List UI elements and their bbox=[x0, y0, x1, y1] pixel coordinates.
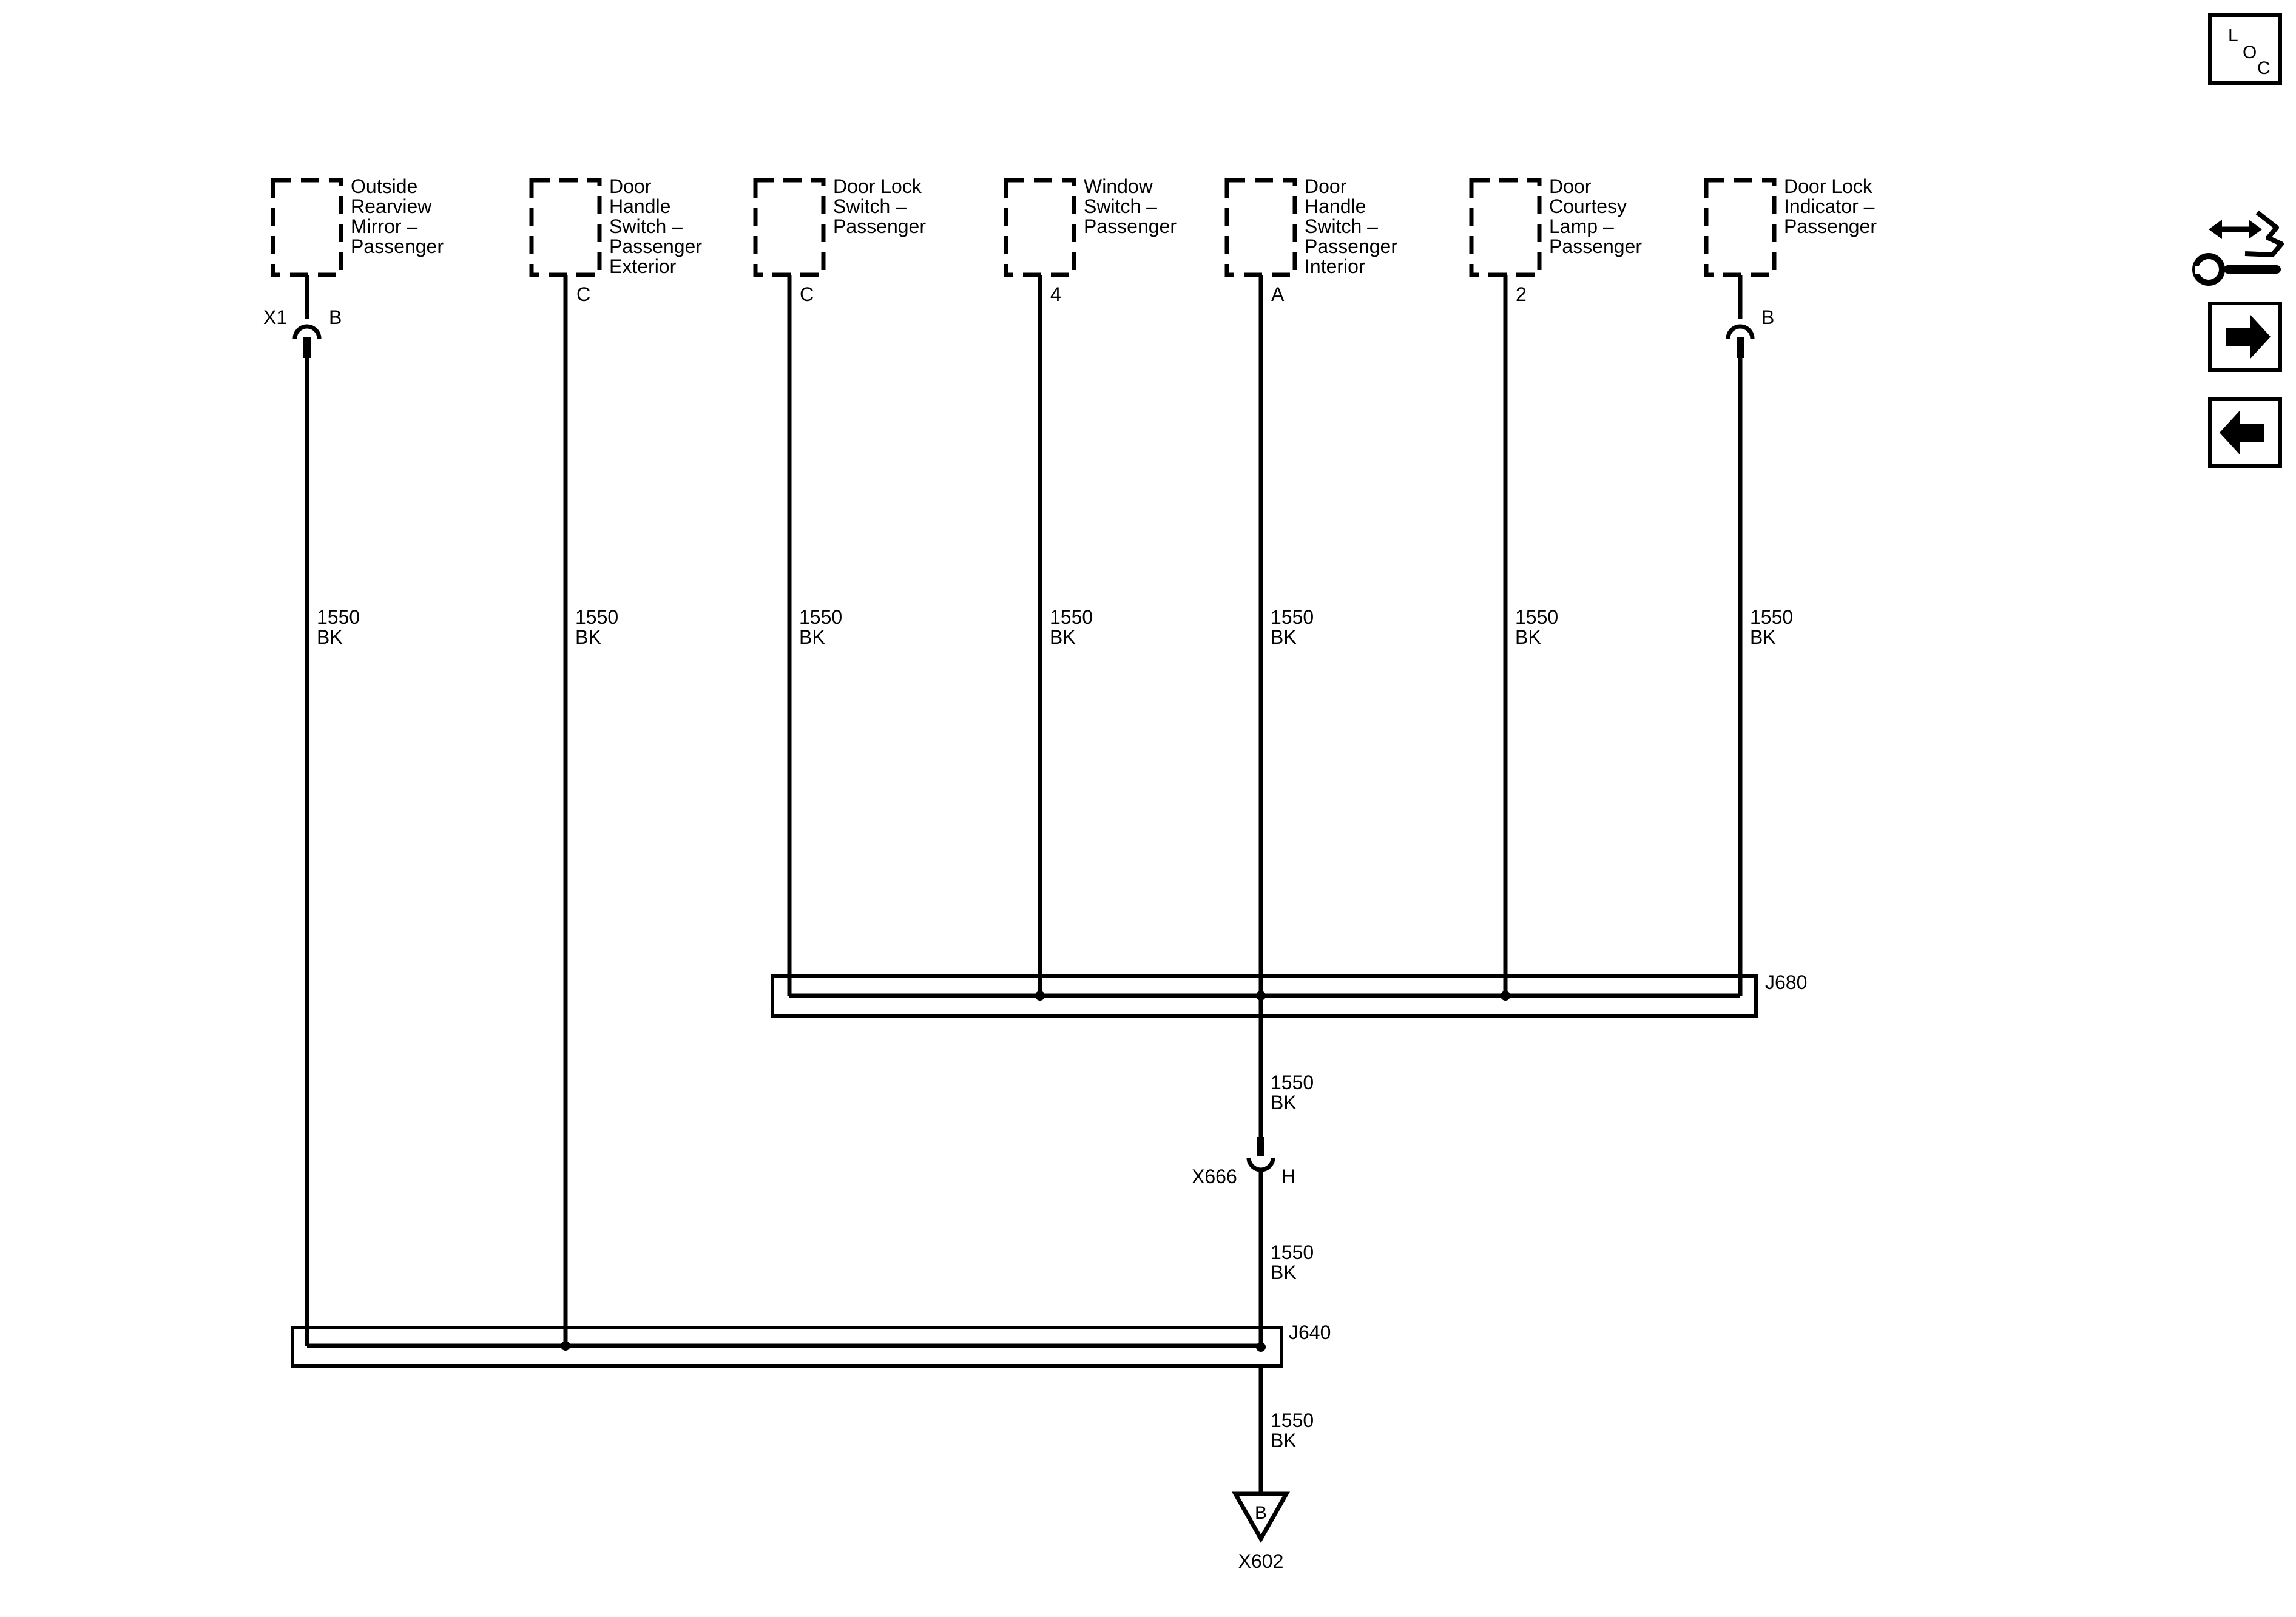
svg-text:BK: BK bbox=[1271, 1430, 1297, 1451]
wire-label-trunk-2: 1550 BK bbox=[1271, 1241, 1314, 1283]
svg-text:BK: BK bbox=[1750, 626, 1776, 648]
component-label-line: Passenger bbox=[1084, 215, 1177, 237]
component-door-handle-switch-exterior[interactable]: Door Handle Switch – Passenger Exterior bbox=[529, 175, 702, 277]
component-label-line: Passenger bbox=[833, 215, 926, 237]
component-label-line: Outside bbox=[351, 175, 417, 197]
pin-label: C bbox=[800, 283, 814, 305]
svg-text:BK: BK bbox=[1515, 626, 1541, 648]
svg-text:1550: 1550 bbox=[1271, 1409, 1314, 1431]
component-door-lock-switch[interactable]: Door Lock Switch – Passenger bbox=[753, 175, 926, 277]
service-info-icon[interactable] bbox=[2192, 210, 2284, 286]
component-outside-rearview-mirror[interactable]: Outside Rearview Mirror – Passenger bbox=[271, 175, 444, 277]
connector-door-lock-indicator[interactable] bbox=[1726, 275, 1755, 358]
wire-label-window-switch: 1550 BK bbox=[1050, 606, 1093, 648]
pin-label: 4 bbox=[1050, 283, 1061, 305]
next-arrow-icon[interactable] bbox=[2208, 302, 2282, 372]
wire-label-door-lock-switch: 1550 BK bbox=[799, 606, 842, 648]
splice-j640[interactable] bbox=[291, 1326, 1283, 1368]
wire-label-door-handle-exterior: 1550 BK bbox=[575, 606, 618, 648]
pin-label: 2 bbox=[1516, 283, 1527, 305]
svg-text:BK: BK bbox=[1271, 626, 1297, 648]
ground-icon[interactable]: B bbox=[1231, 1491, 1291, 1544]
component-label-line: Rearview bbox=[351, 195, 432, 217]
connector-x666[interactable] bbox=[1246, 1137, 1275, 1346]
wire-label-door-handle-interior: 1550 BK bbox=[1271, 606, 1314, 648]
splice-j680[interactable] bbox=[771, 974, 1758, 1018]
loc-letter: O bbox=[2243, 42, 2257, 62]
component-label-line: Indicator – bbox=[1784, 195, 1875, 217]
svg-text:BK: BK bbox=[1271, 1092, 1297, 1113]
svg-text:1550: 1550 bbox=[1271, 1072, 1314, 1093]
loc-icon[interactable]: L O C bbox=[2208, 13, 2282, 85]
component-label-line: Mirror – bbox=[351, 215, 417, 237]
wire-label-mirror: 1550 BK bbox=[317, 606, 360, 648]
loc-letter: L bbox=[2228, 25, 2238, 46]
previous-arrow-icon[interactable] bbox=[2208, 397, 2282, 468]
component-label-line: Switch – bbox=[1084, 195, 1157, 217]
svg-text:1550: 1550 bbox=[1271, 1241, 1314, 1263]
svg-text:1550: 1550 bbox=[1271, 606, 1314, 628]
pin-label: B bbox=[329, 306, 342, 328]
svg-text:1550: 1550 bbox=[1050, 606, 1093, 628]
loc-letter: C bbox=[2257, 58, 2271, 78]
svg-text:1550: 1550 bbox=[575, 606, 618, 628]
svg-text:BK: BK bbox=[799, 626, 825, 648]
connector-x1[interactable] bbox=[292, 275, 322, 358]
component-label-line: Passenger bbox=[1305, 235, 1397, 257]
component-label-line: Door bbox=[1305, 175, 1347, 197]
pin-label: B bbox=[1761, 306, 1774, 328]
splice-label-j640: J640 bbox=[1289, 1322, 1331, 1343]
svg-text:1550: 1550 bbox=[1750, 606, 1793, 628]
svg-text:BK: BK bbox=[1050, 626, 1076, 648]
component-label-line: Interior bbox=[1305, 255, 1365, 277]
component-label-line: Switch – bbox=[609, 215, 683, 237]
component-label-line: Window bbox=[1084, 175, 1153, 197]
svg-text:BK: BK bbox=[575, 626, 601, 648]
component-label-line: Exterior bbox=[609, 255, 677, 277]
component-label-line: Passenger bbox=[351, 235, 444, 257]
component-label-line: Courtesy bbox=[1549, 195, 1627, 217]
pin-label: A bbox=[1271, 283, 1285, 305]
svg-text:1550: 1550 bbox=[799, 606, 842, 628]
connector-label-x666: X666 bbox=[1192, 1166, 1237, 1187]
pin-label-x666: H bbox=[1281, 1166, 1295, 1187]
component-label-line: Handle bbox=[1305, 195, 1366, 217]
svg-text:1550: 1550 bbox=[317, 606, 360, 628]
splice-label-j680: J680 bbox=[1765, 971, 1807, 993]
ground-label-x602: X602 bbox=[1238, 1550, 1284, 1572]
component-label-line: Lamp – bbox=[1549, 215, 1614, 237]
wire-label-trunk-1: 1550 BK bbox=[1271, 1072, 1314, 1113]
svg-text:1550: 1550 bbox=[1515, 606, 1558, 628]
component-label-line: Passenger bbox=[1549, 235, 1642, 257]
connector-label-x1: X1 bbox=[263, 306, 287, 328]
component-label-line: Passenger bbox=[609, 235, 702, 257]
component-label-line: Door Lock bbox=[833, 175, 922, 197]
wire-label-ground: 1550 BK bbox=[1271, 1409, 1314, 1451]
component-door-courtesy-lamp[interactable]: Door Courtesy Lamp – Passenger bbox=[1469, 175, 1642, 277]
component-label-line: Door bbox=[609, 175, 652, 197]
svg-text:BK: BK bbox=[317, 626, 343, 648]
component-door-handle-switch-interior[interactable]: Door Handle Switch – Passenger Interior bbox=[1224, 175, 1397, 277]
pin-label: C bbox=[576, 283, 590, 305]
component-label-line: Switch – bbox=[1305, 215, 1378, 237]
component-label-line: Passenger bbox=[1784, 215, 1877, 237]
ground-pin-label: B bbox=[1255, 1503, 1267, 1523]
component-label-line: Door Lock bbox=[1784, 175, 1873, 197]
component-label-line: Handle bbox=[609, 195, 670, 217]
component-label-line: Switch – bbox=[833, 195, 907, 217]
component-label-line: Door bbox=[1549, 175, 1592, 197]
wire-label-courtesy-lamp: 1550 BK bbox=[1515, 606, 1558, 648]
component-door-lock-indicator[interactable]: Door Lock Indicator – Passenger bbox=[1704, 175, 1877, 277]
wire-label-door-lock-indicator: 1550 BK bbox=[1750, 606, 1793, 648]
svg-text:BK: BK bbox=[1271, 1261, 1297, 1283]
component-window-switch[interactable]: Window Switch – Passenger bbox=[1004, 175, 1177, 277]
